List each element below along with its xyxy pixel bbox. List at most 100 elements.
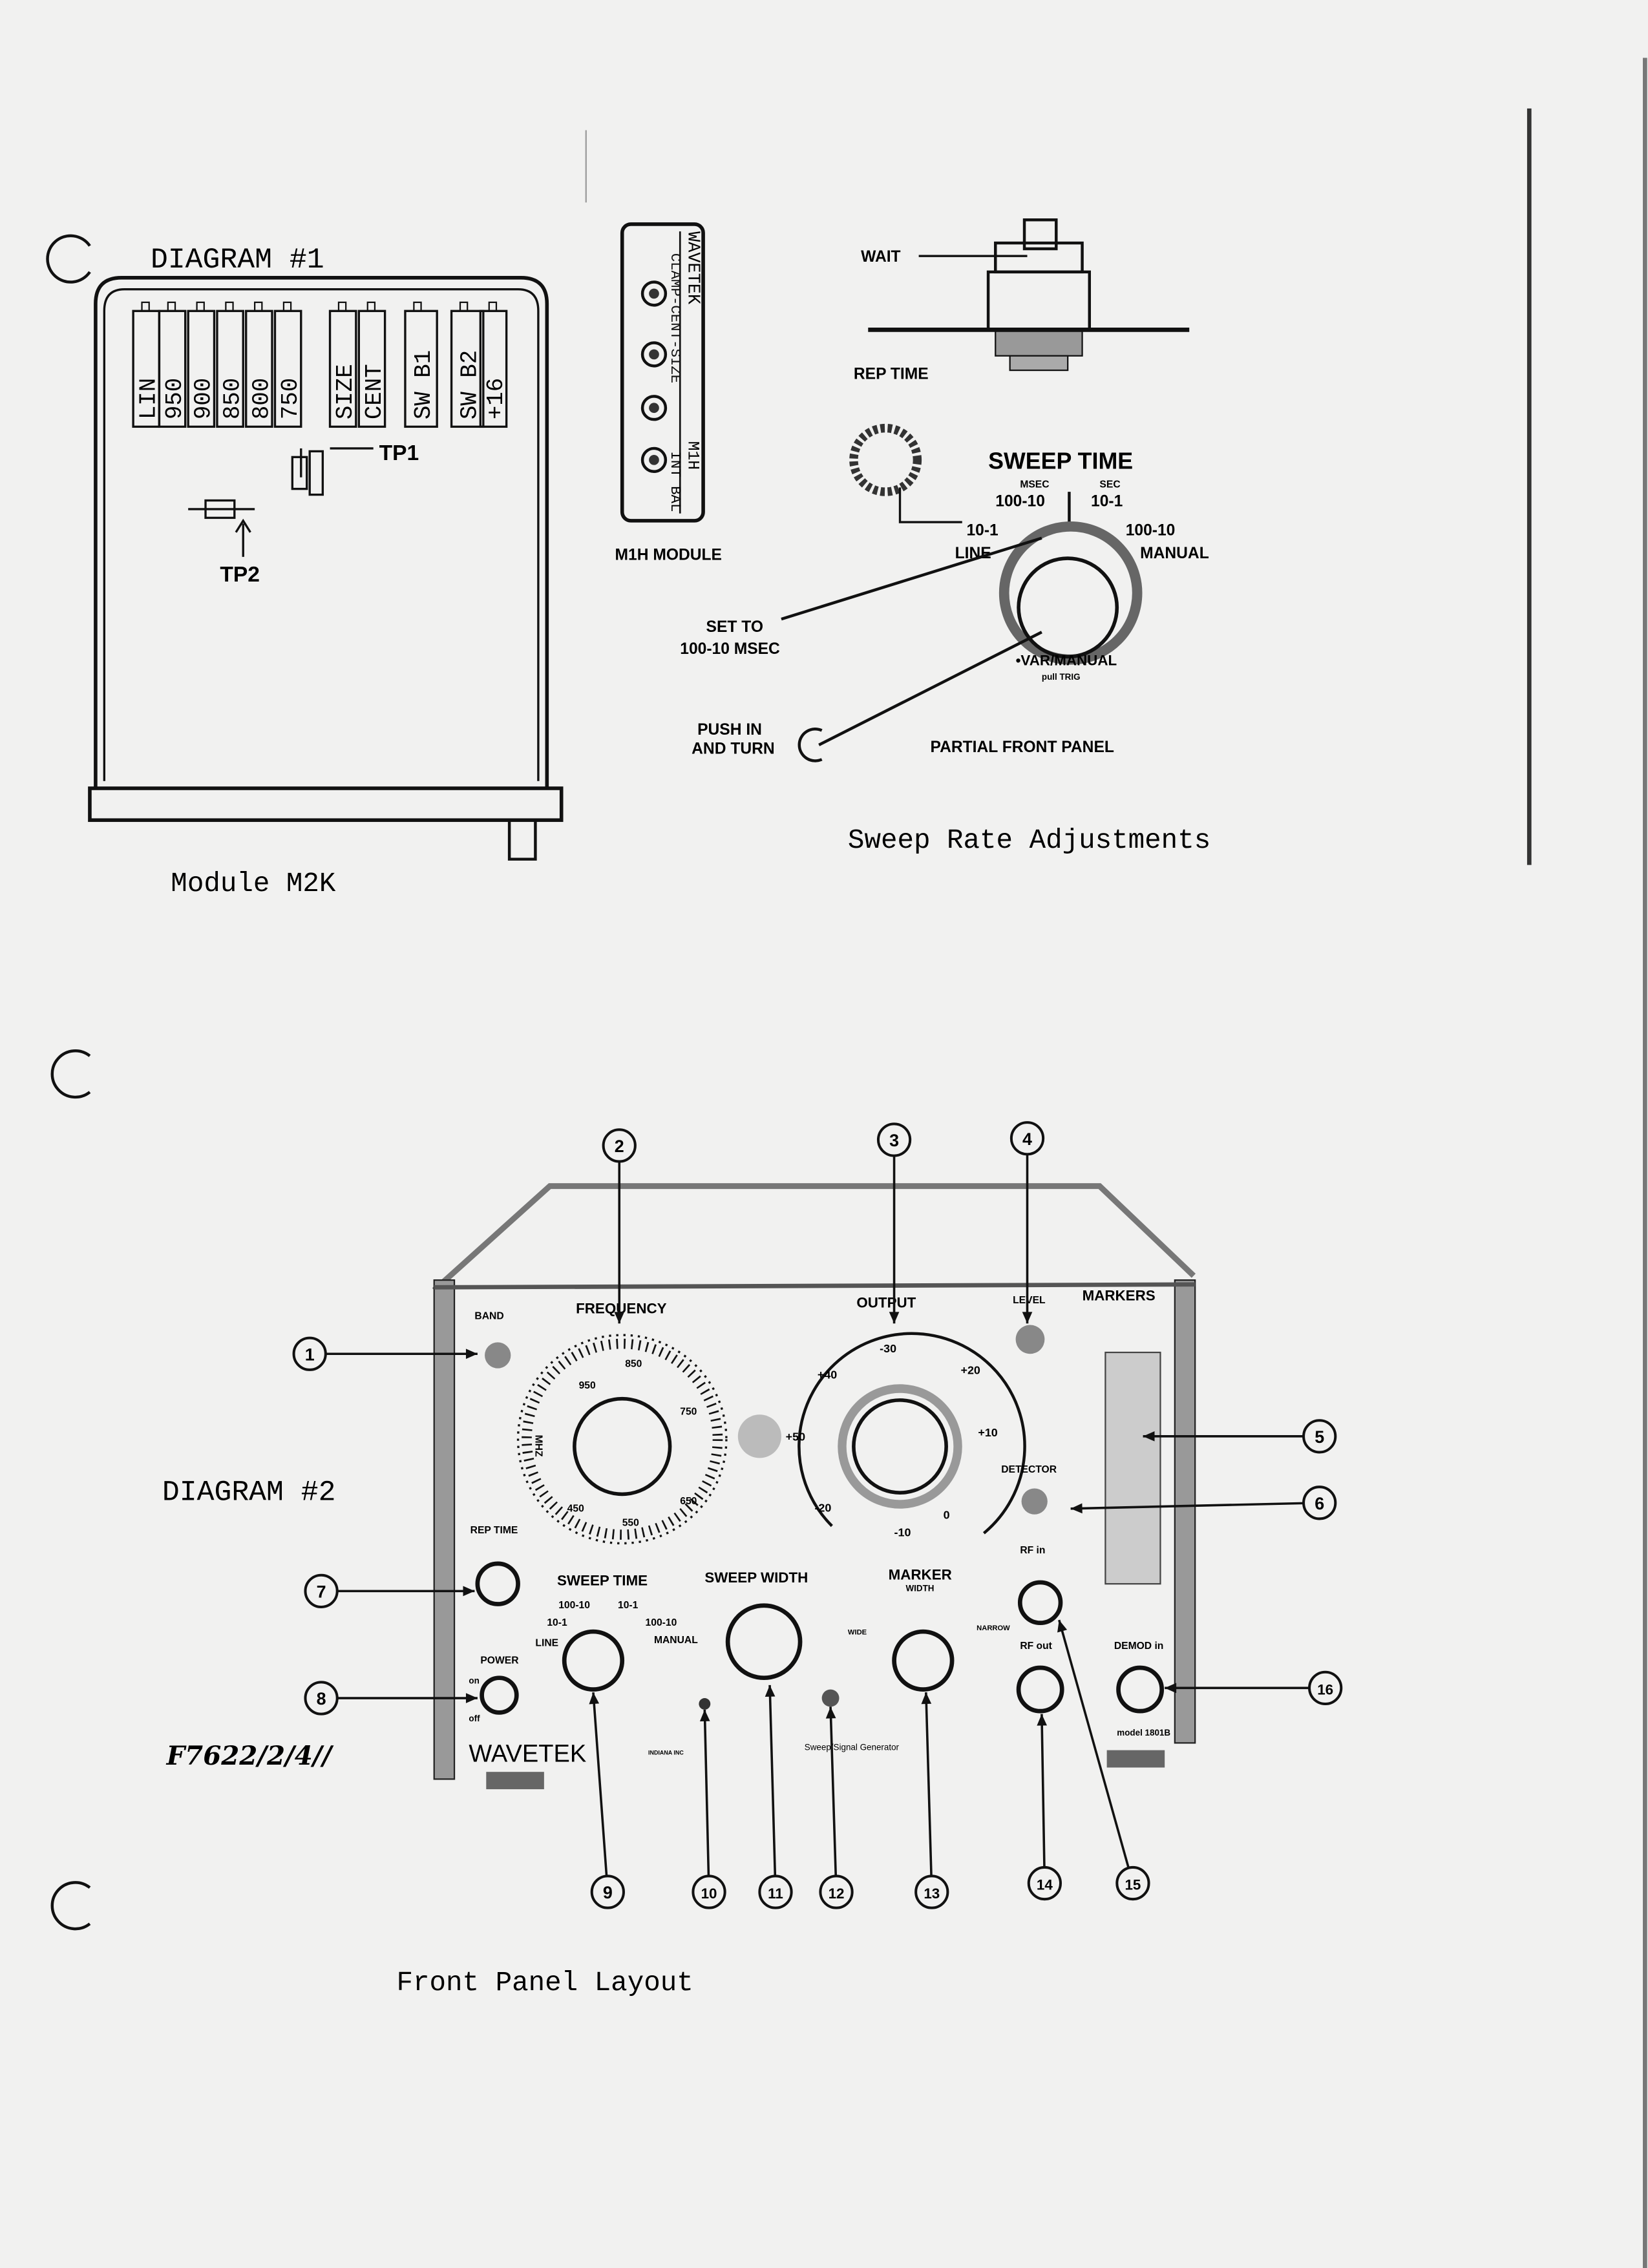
output-dial-mark: -20 [814,1501,831,1514]
manual-label: MANUAL [1140,545,1209,562]
arrowhead-icon [1037,1714,1048,1726]
slot-pin [167,301,176,312]
slot-label: 800 [248,378,275,419]
m1h-caption: M1H MODULE [615,546,722,563]
rf-out-label: RF out [1020,1641,1052,1652]
partial-front-panel-caption: PARTIAL FRONT PANEL [931,739,1114,756]
callout-number: 12 [829,1885,845,1902]
callout-leader-line [1070,1502,1304,1510]
callout-number: 4 [1022,1129,1032,1149]
output-dial-mark: 0 [944,1508,950,1521]
callout-circle [914,1874,949,1909]
punch-hole [50,1881,91,1931]
output-dial-mark: +10 [978,1426,997,1439]
detector-label: DETECTOR [1001,1464,1057,1475]
rep-time-label: REP TIME [854,365,929,383]
slot-label: SW B1 [410,350,437,419]
callout-number: 8 [317,1689,326,1708]
slot-pin [225,301,234,312]
callout-circle [1027,1865,1062,1901]
callout-number: 9 [603,1883,613,1902]
front-panel-caption: Front Panel Layout [397,1968,693,1999]
markers-label: MARKERS [1083,1287,1156,1303]
sweep-width-label: SWEEP WIDTH [704,1570,808,1586]
callout-circle [1302,1419,1337,1454]
frequency-dial-mark: 550 [622,1518,639,1529]
st-sec-range: 10-1 [618,1600,639,1611]
m1h-label-int-bal: INT BAL [667,451,684,512]
callout-circle [304,1573,339,1609]
marker-label: MARKER [889,1566,952,1582]
callout-leader-line [1041,1714,1046,1867]
rep-time-panel-label: REP TIME [470,1525,518,1536]
callout-number: 1 [305,1345,315,1364]
callout-circle [292,1336,327,1371]
frequency-dial-mark: 950 [579,1380,596,1391]
output-dial-mark: +20 [961,1364,980,1377]
diagram1-title: DIAGRAM #1 [151,244,324,277]
frequency-dial-mark: 450 [567,1503,584,1514]
arrowhead-icon [614,1312,625,1324]
indiana-label: INDIANA INC [648,1749,684,1756]
sweep-time-knob [781,492,1143,746]
wavetek-logo: WAVETEK [469,1741,586,1768]
adjust-screw-center [649,403,659,414]
callout-circle [692,1874,726,1909]
module-m2k-caption: Module M2K [171,868,336,899]
callout-number: 2 [615,1137,624,1156]
slot-pin [366,301,376,312]
rotate-arrow-icon [798,728,823,762]
tp2-label: TP2 [220,563,260,587]
sweep-rate-caption: Sweep Rate Adjustments [848,825,1210,856]
var-manual-label: •VAR/MANUAL [1016,653,1117,669]
slot-label: 850 [220,378,246,419]
callout-circle [304,1681,339,1716]
tp1-label: TP1 [379,441,419,465]
arrowhead-icon [1165,1683,1177,1694]
callout-number: 14 [1037,1877,1053,1893]
callout-leader-line [925,1692,933,1876]
narrow-label: NARROW [977,1624,1010,1632]
arrowhead-icon [825,1706,836,1719]
on-label: on [469,1676,479,1686]
level-label: LEVEL [1013,1295,1046,1306]
handwritten-scribble: F7622/2/4// [166,1740,334,1771]
manual-range: 100-10 [1126,521,1176,539]
st-manual-range: 100-10 [646,1617,677,1628]
st-line-range: 10-1 [547,1617,567,1628]
arrowhead-icon [465,1349,478,1360]
output-dial-mark: +50 [786,1431,805,1444]
punch-hole [46,234,91,284]
power-label: POWER [480,1655,518,1666]
arrowhead-icon [1070,1503,1083,1514]
sec-label: SEC [1099,479,1120,490]
slot-label: SIZE [332,364,359,419]
output-dial-mark: -30 [880,1342,896,1355]
demod-in-label: DEMOD in [1114,1641,1164,1652]
m1h-label-wavetek: WAVETEK [683,231,703,305]
slot-pin [488,301,498,312]
arrowhead-icon [465,1693,478,1703]
mhz-label: MHZ [533,1435,544,1457]
slot-label: CENT [361,364,388,419]
sweep-time-label: SWEEP TIME [988,448,1133,474]
line-range: 10-1 [966,521,998,539]
m1h-label-clamp: CLAMP-CENT-SIZE [667,253,684,383]
frequency-dial-mark: 750 [680,1406,697,1417]
arrowhead-icon [889,1312,900,1324]
push-in-label: PUSH IN [697,721,762,739]
model-label: model 1801B [1117,1728,1170,1738]
callout-leader-line [592,1692,608,1876]
arrowhead-icon [921,1692,932,1705]
callout-number: 16 [1317,1681,1333,1697]
callout-leader-line [768,1685,777,1876]
marker-width-label: WIDTH [905,1583,934,1593]
m1h-label-m1h: M1H [684,441,701,470]
callout-circle [590,1874,625,1909]
callout-circle [876,1122,912,1157]
set-to-value: 100-10 MSEC [680,640,780,658]
frequency-dial-mark: 850 [625,1358,642,1369]
slot-label: SW B2 [457,350,483,419]
